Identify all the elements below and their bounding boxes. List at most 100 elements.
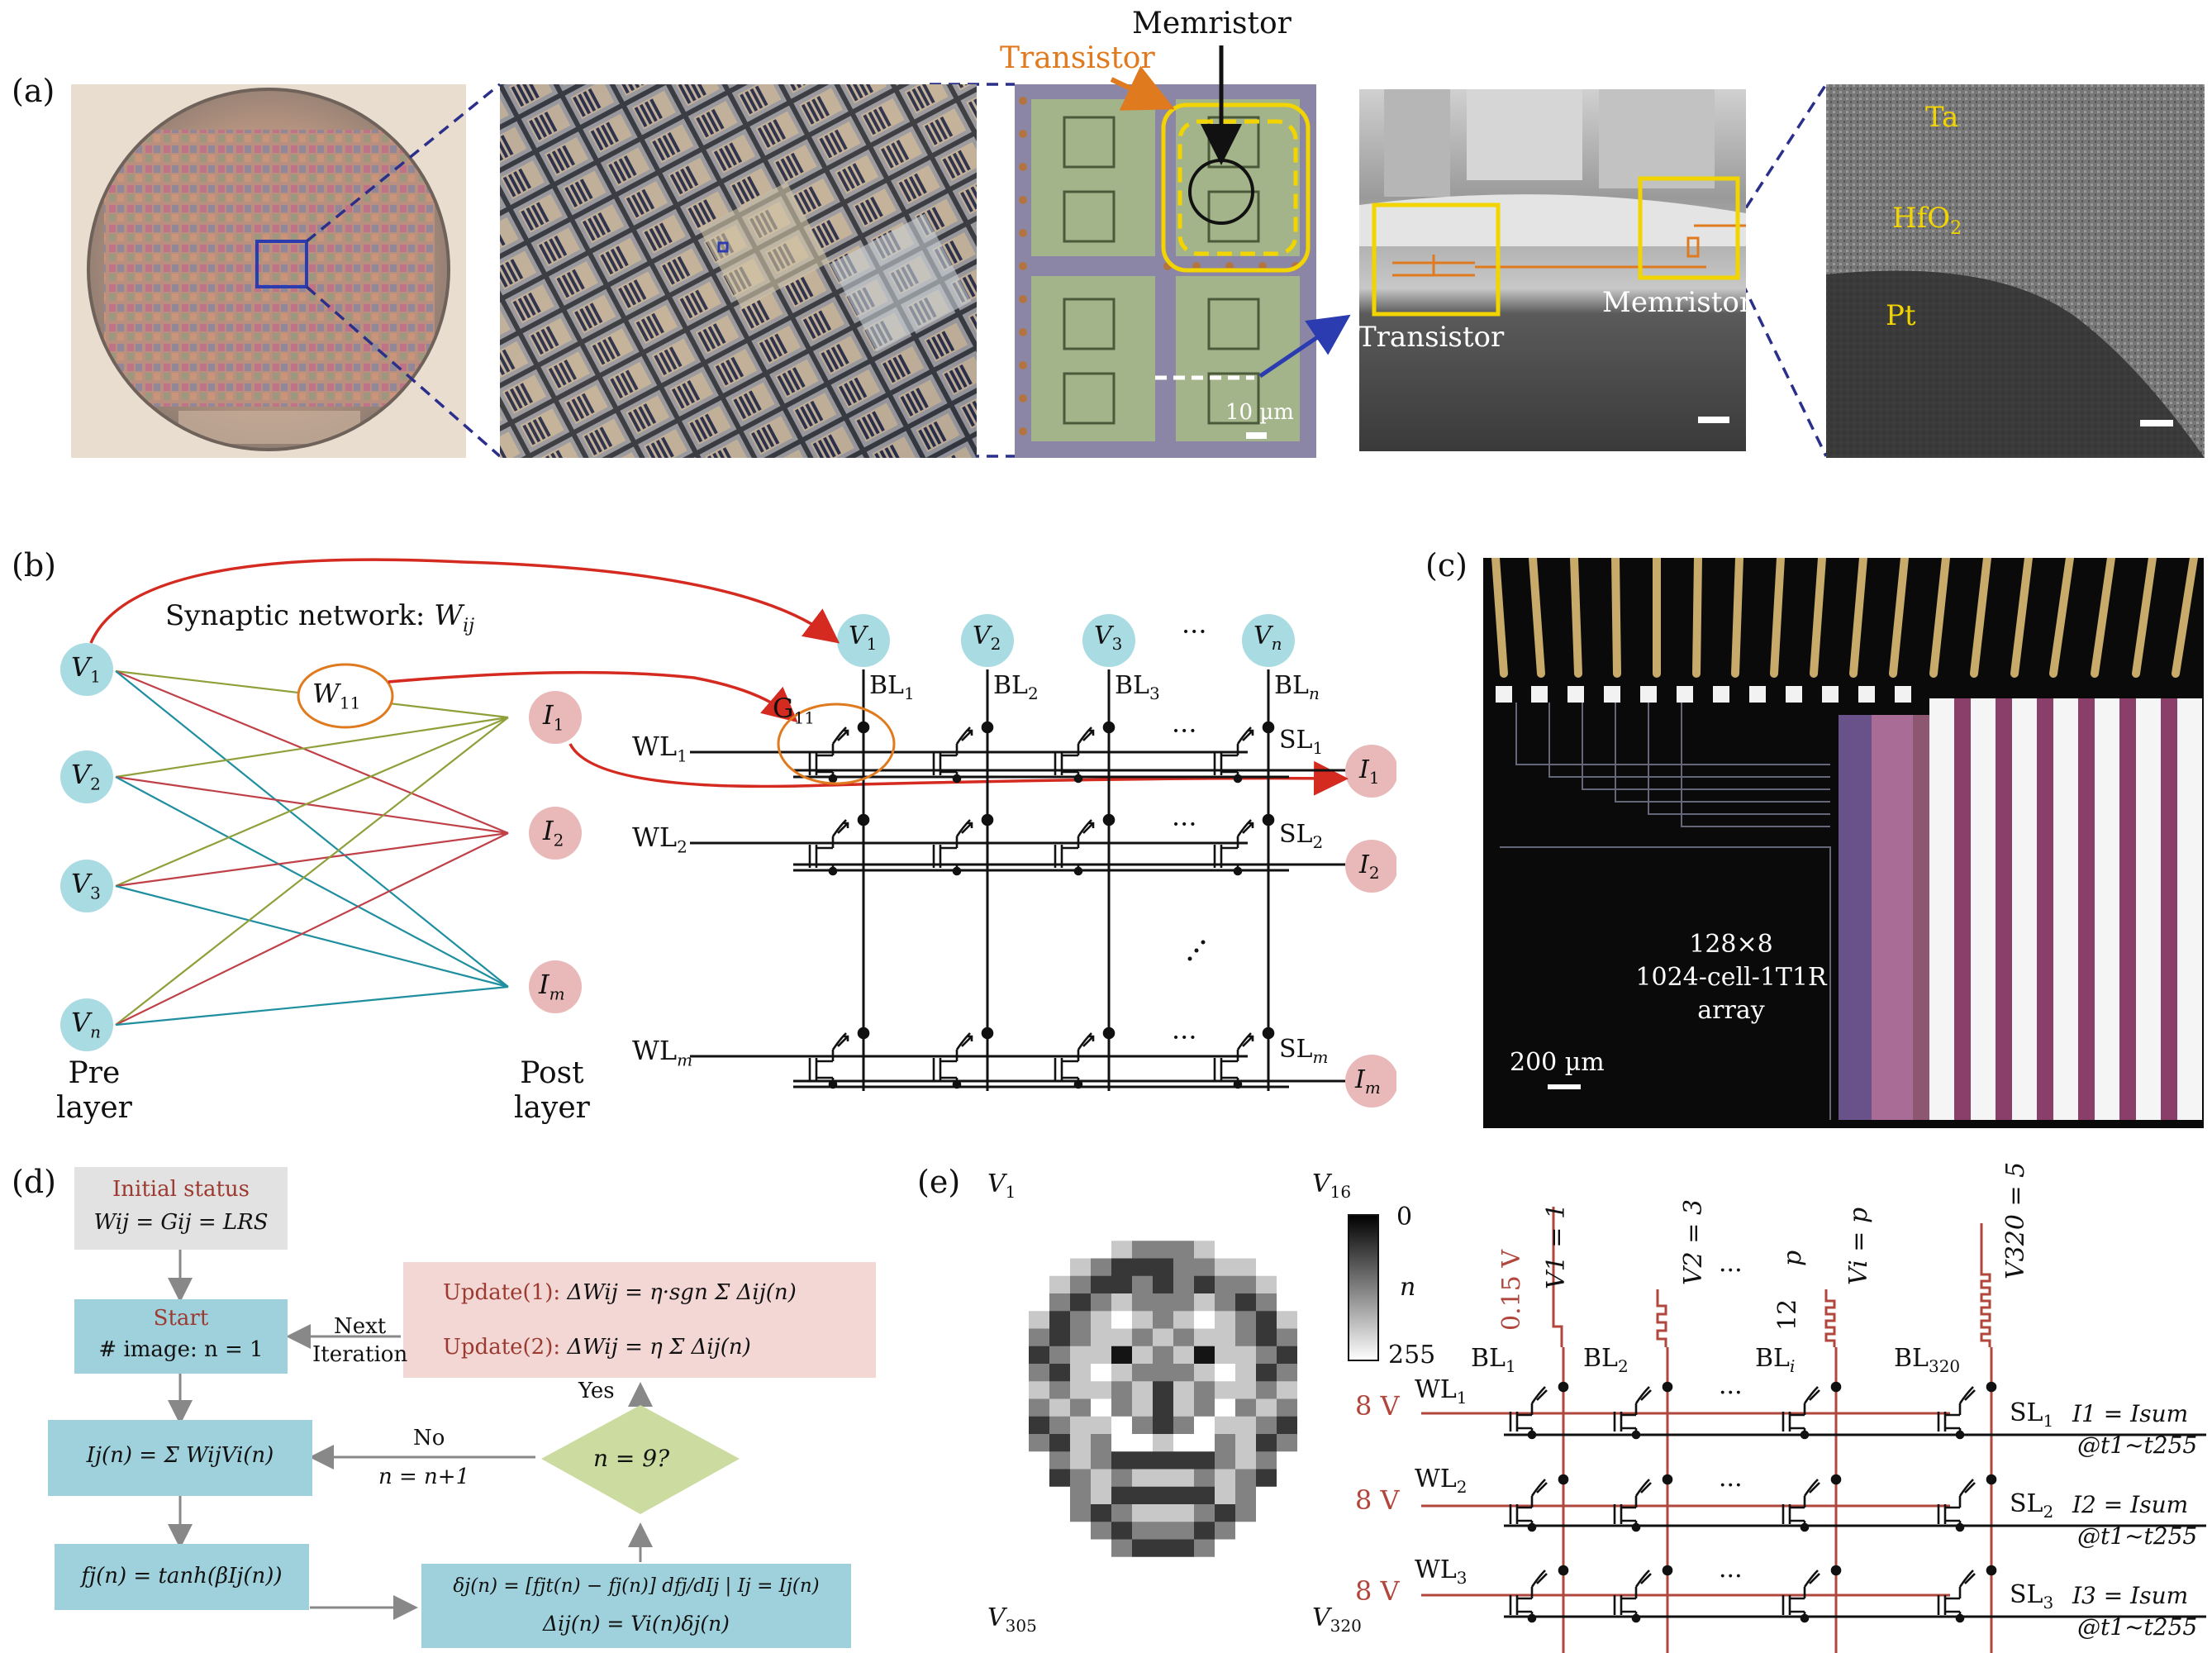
col-ellipsis: ··· [1719, 1256, 1743, 1285]
pre-node-v2: V2 [71, 759, 101, 793]
face-pixel [1153, 1311, 1173, 1329]
face-pixel [1029, 1258, 1049, 1277]
e-sl3: SL3 [2010, 1580, 2053, 1613]
flow-no: No [413, 1426, 445, 1451]
face-pixel [1215, 1434, 1235, 1452]
face-pixel [1215, 1275, 1235, 1294]
face-pixel [1153, 1241, 1173, 1259]
face-pixel [1256, 1556, 1277, 1575]
isum-row1: I1 = Isum @t1~t255 [2072, 1398, 2197, 1461]
face-pixel [1256, 1416, 1277, 1435]
face-pixel [1297, 1486, 1318, 1505]
e-wl2-main: WL [1415, 1465, 1457, 1493]
top-v1: V1 [849, 622, 877, 654]
face-pixel [1173, 1258, 1194, 1277]
face-pixel [1256, 1434, 1277, 1452]
face-pixel [1111, 1434, 1132, 1452]
wlm-sub: m [677, 1050, 693, 1070]
e-sl1-sub: 1 [2043, 1411, 2054, 1431]
pre-node-v3: V3 [71, 868, 101, 903]
bl2-sub: 2 [1027, 684, 1039, 703]
face-v16: V16 [1312, 1169, 1351, 1202]
face-pixel [1070, 1293, 1091, 1312]
face-pixel [1297, 1275, 1318, 1294]
cell-image [1015, 84, 1316, 458]
wlm-main: WL [632, 1035, 678, 1066]
face-pixel [1029, 1364, 1049, 1382]
face-pixel [1070, 1398, 1091, 1417]
face-pixel [1070, 1346, 1091, 1365]
face-pixel [1008, 1328, 1029, 1347]
face-pixel [1297, 1539, 1318, 1558]
face-pixel [1153, 1556, 1173, 1575]
face-pixel [1235, 1346, 1256, 1365]
right-i1: I1 [1359, 755, 1380, 788]
face-pixel [1049, 1504, 1070, 1522]
post-node-i2: I2 [543, 815, 564, 850]
isum-row2-eq: I2 = Isum [2072, 1491, 2189, 1518]
face-v305-main: V [987, 1603, 1006, 1632]
top-v2-sub: 2 [990, 634, 1001, 654]
face-pixel [1256, 1504, 1277, 1522]
flow-fj-box: fj(n) = tanh(βIj(n)) [55, 1544, 309, 1610]
face-pixel [1070, 1275, 1091, 1294]
face-pixel [1297, 1381, 1318, 1399]
sl1-label: SL1 [1279, 726, 1323, 758]
e-wl2-sub: 2 [1456, 1477, 1468, 1497]
flow-next-line2: Iteration [312, 1342, 408, 1367]
right-im-sub: m [1364, 1078, 1381, 1098]
wl2-label: WL2 [632, 822, 687, 856]
face-pixel [1008, 1504, 1029, 1522]
bl3-sub: 3 [1149, 684, 1160, 703]
face-pixel [1091, 1539, 1111, 1558]
flow-initial-title: Initial status [112, 1177, 250, 1202]
face-pixel [1235, 1398, 1256, 1417]
post-i1-sub: 1 [553, 714, 564, 735]
post-i2-main: I [543, 815, 554, 846]
e-sl3-main: SL [2010, 1580, 2043, 1609]
face-pixel [1277, 1223, 1297, 1241]
pre-v1-sub: 1 [90, 666, 101, 687]
face-pixel [1173, 1556, 1194, 1575]
array-image [1483, 558, 2204, 1128]
face-pixel [1194, 1469, 1215, 1488]
face-pixel [1049, 1311, 1070, 1329]
face-pixel [1153, 1381, 1173, 1399]
face-pixel [1194, 1522, 1215, 1540]
face-pixel [1049, 1539, 1070, 1558]
synaptic-network-label: Synaptic network: Wij [165, 599, 474, 636]
face-pixel [1194, 1364, 1215, 1382]
isum-row3-eq: I3 = Isum [2072, 1582, 2189, 1609]
face-pixel [1049, 1398, 1070, 1417]
face-pixel [1318, 1346, 1339, 1365]
face-pixel [1049, 1275, 1070, 1294]
face-pixel [1256, 1451, 1277, 1470]
e-sl1-main: SL [2010, 1398, 2043, 1427]
face-pixel [1173, 1469, 1194, 1488]
col-v320-label: V320 = 5 [2001, 1161, 2030, 1279]
face-pixel [1235, 1522, 1256, 1540]
face-pixel [1132, 1398, 1153, 1417]
face-pixel [1297, 1328, 1318, 1347]
g11-label: G11 [773, 693, 815, 727]
array-caption-line2: 1024-cell-1T1R array [1635, 963, 1827, 1025]
face-pixel [1153, 1364, 1173, 1382]
e-bli: BLi [1755, 1344, 1795, 1376]
face-pixel [1277, 1311, 1297, 1329]
face-pixel [1277, 1504, 1297, 1522]
tem-label-ta: Ta [1925, 101, 1959, 134]
bl3-main: BL [1115, 671, 1149, 700]
face-pixel [1173, 1522, 1194, 1540]
face-pixel [1194, 1328, 1215, 1347]
face-v1-main: V [987, 1169, 1006, 1198]
face-pixel [1215, 1364, 1235, 1382]
face-pixel [1029, 1539, 1049, 1558]
face-pixel [1256, 1293, 1277, 1312]
face-pixel [1318, 1416, 1339, 1435]
tem-label-hfo2: HfO2 [1892, 202, 1962, 239]
pre-node-vn: Vn [71, 1007, 101, 1041]
face-pixel [1153, 1275, 1173, 1294]
face-pixel [1091, 1398, 1111, 1417]
e-bl2-sub: 2 [1617, 1356, 1629, 1376]
isum-row1-eq: I1 = Isum [2072, 1400, 2189, 1427]
